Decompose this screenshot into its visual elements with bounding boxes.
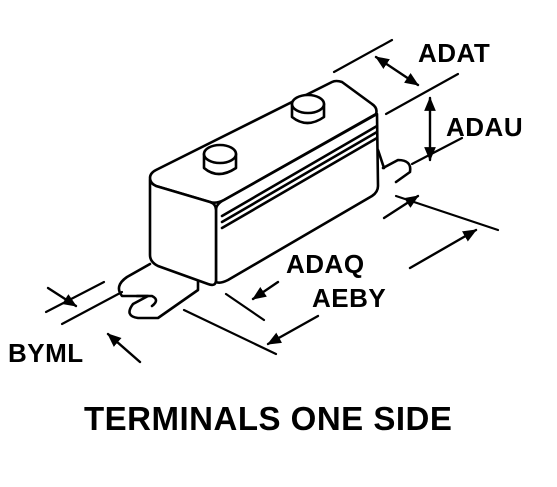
dimension-label-adat: ADAT	[418, 38, 491, 68]
rear-terminal	[378, 150, 410, 182]
dimension-arrows	[48, 57, 476, 362]
dimension-label-adau: ADAU	[446, 112, 524, 142]
terminal-post-left	[204, 145, 236, 174]
adaq-arrow-right	[384, 196, 418, 218]
aeby-arrow-right	[410, 230, 476, 268]
terminal-post-right	[292, 95, 324, 123]
adat-arrow	[376, 57, 418, 85]
diagram-caption: TERMINALS ONE SIDE	[84, 400, 453, 437]
dimension-label-adaq: ADAQ	[286, 249, 365, 279]
byml-arrow-lower	[108, 334, 140, 362]
dimension-label-byml: BYML	[8, 338, 84, 368]
extension-lines	[46, 40, 498, 354]
adaq-arrow-left	[253, 282, 278, 299]
aeby-arrow-left	[268, 316, 318, 344]
dimension-label-aeby: AEBY	[312, 283, 387, 313]
relay-body	[150, 81, 378, 285]
front-terminal	[119, 264, 198, 318]
byml-arrow-upper	[48, 288, 76, 306]
